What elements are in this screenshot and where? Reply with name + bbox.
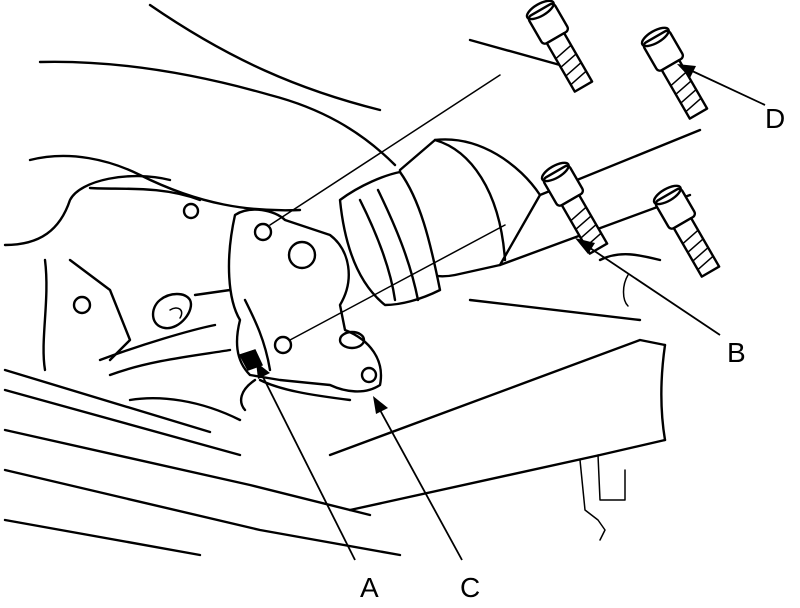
callout-label-b: B bbox=[727, 337, 746, 368]
callout-label-a: A bbox=[360, 572, 379, 603]
chassis-outline bbox=[3, 3, 662, 307]
callout-label-d: D bbox=[765, 103, 785, 134]
transfer-case bbox=[42, 258, 242, 422]
flange-joint bbox=[227, 208, 383, 412]
callout-label-c: C bbox=[460, 572, 480, 603]
leader-line-c bbox=[373, 396, 463, 561]
leader-line-a bbox=[256, 362, 356, 561]
bolt-right bbox=[652, 184, 721, 278]
bolt-upper-left bbox=[525, 0, 594, 93]
propeller-shaft bbox=[338, 128, 702, 307]
bolt-upper-right bbox=[640, 26, 709, 120]
leader-line-b bbox=[575, 238, 721, 336]
bolt-guide-lines bbox=[269, 74, 506, 341]
frame-rail bbox=[3, 298, 667, 557]
bolt-middle bbox=[540, 161, 609, 255]
leader-line-d bbox=[677, 64, 766, 106]
